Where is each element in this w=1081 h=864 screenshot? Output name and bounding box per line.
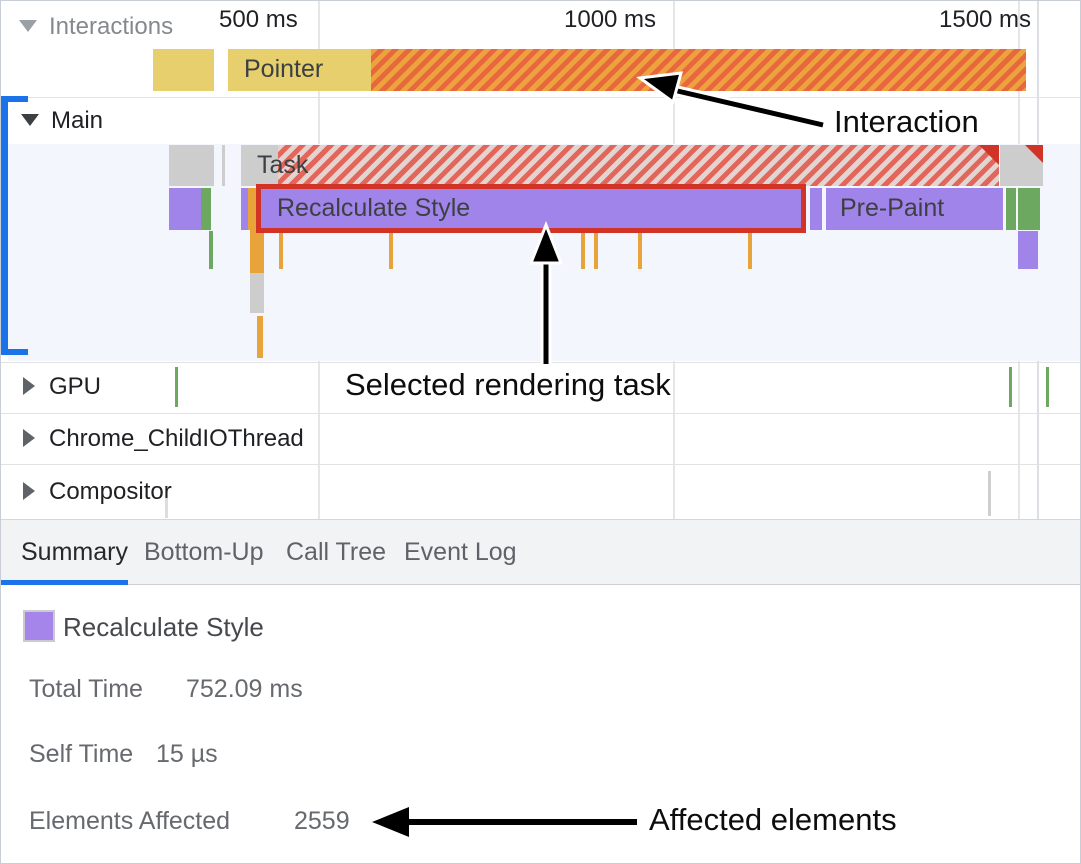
pointer-interaction-label: Pointer [244,55,324,83]
ruler-tick-500ms: 500 ms [219,6,298,33]
compositor-activity-tick[interactable] [165,498,168,518]
self-time-label: Self Time [29,740,134,768]
separator [1,362,1080,363]
event-color-swatch [23,610,55,642]
annotation-affected-elements: Affected elements [649,802,897,837]
pre-paint-label: Pre-Paint [840,194,945,222]
gpu-activity-tick[interactable] [1046,367,1049,407]
style-bar-small[interactable] [810,188,822,230]
child-io-track-label: Chrome_ChildIOThread [49,425,304,452]
paint-bar[interactable] [1018,188,1040,230]
child-io-track-header[interactable]: Chrome_ChildIOThread [23,425,304,453]
compositor-track-header[interactable]: Compositor [23,478,172,506]
separator [1,464,1080,465]
tab-summary[interactable]: Summary [21,538,128,566]
long-task-warning-triangle-icon [1025,145,1043,163]
annotation-selected-task: Selected rendering task [345,367,671,402]
script-tick[interactable] [279,231,283,269]
task-bar-small[interactable] [169,145,214,186]
script-tick[interactable] [594,231,598,269]
main-track-focus-bracket-top-arm [1,96,28,102]
script-tick[interactable] [389,231,393,269]
script-tick[interactable] [748,231,752,269]
paint-tick[interactable] [209,231,213,269]
task-bar-label: Task [257,151,309,179]
total-time-value: 752.09 ms [186,675,303,703]
task-bar-end[interactable] [1000,145,1043,186]
task-bar-sliver[interactable] [222,145,225,186]
style-bar[interactable] [169,188,201,230]
main-track-focus-bracket [1,96,8,355]
script-tick[interactable] [257,316,263,358]
separator [1,413,1080,414]
interactions-track-header[interactable]: Interactions [19,13,173,41]
interactions-track-label: Interactions [49,13,174,40]
script-bar[interactable] [250,229,264,273]
script-tick[interactable] [581,231,585,269]
compositor-activity-tick[interactable] [988,471,991,516]
ruler-tick-1500ms: 1500 ms [939,6,1032,33]
paint-bar[interactable] [1006,188,1016,230]
pre-paint-bar[interactable]: Pre-Paint [826,188,1003,230]
script-bar-sliver[interactable] [248,188,256,230]
tab-call-tree[interactable]: Call Tree [286,538,387,566]
gpu-track-label: GPU [49,373,102,400]
recalculate-style-label: Recalculate Style [277,194,471,222]
gpu-track-header[interactable]: GPU [23,373,101,401]
style-bar-small[interactable] [1018,231,1038,269]
expand-triangle-icon [23,429,35,447]
expand-triangle-icon [23,377,35,395]
separator [1,97,1080,98]
main-track-header[interactable]: Main [21,107,103,135]
elements-affected-label: Elements Affected [29,807,231,835]
tab-bottom-up[interactable]: Bottom-Up [144,538,264,566]
paint-bar[interactable] [201,188,211,230]
task-bar-child[interactable] [250,273,264,313]
elements-affected-value: 2559 [294,807,350,835]
summary-event-title: Recalculate Style [63,612,264,642]
long-task-warning-triangle-icon [979,145,999,165]
bottom-pane-tab-bar: Summary Bottom-Up Call Tree Event Log [1,519,1080,585]
expand-triangle-icon [23,482,35,500]
tab-event-log[interactable]: Event Log [404,538,517,566]
annotation-interaction: Interaction [834,104,979,139]
compositor-track-label: Compositor [49,478,172,505]
gpu-activity-tick[interactable] [1009,367,1012,407]
long-task-bar[interactable]: Task [241,145,999,186]
style-bar-sliver[interactable] [241,188,248,230]
interaction-bar-short[interactable] [153,49,214,91]
active-tab-underline [1,580,128,585]
main-track-focus-bracket-bottom-arm [1,349,28,355]
total-time-label: Total Time [29,675,143,703]
pointer-interaction-bar[interactable]: Pointer [228,49,1026,91]
collapse-triangle-icon [19,20,37,32]
script-tick[interactable] [638,231,642,269]
main-track-label: Main [51,107,104,134]
long-task-overrun-hatch [278,145,999,186]
collapse-triangle-icon [21,114,39,126]
self-time-value: 15 µs [156,740,218,768]
gpu-activity-tick[interactable] [175,367,178,407]
recalculate-style-selected-bar[interactable]: Recalculate Style [256,184,806,233]
ruler-tick-1000ms: 1000 ms [564,6,657,33]
